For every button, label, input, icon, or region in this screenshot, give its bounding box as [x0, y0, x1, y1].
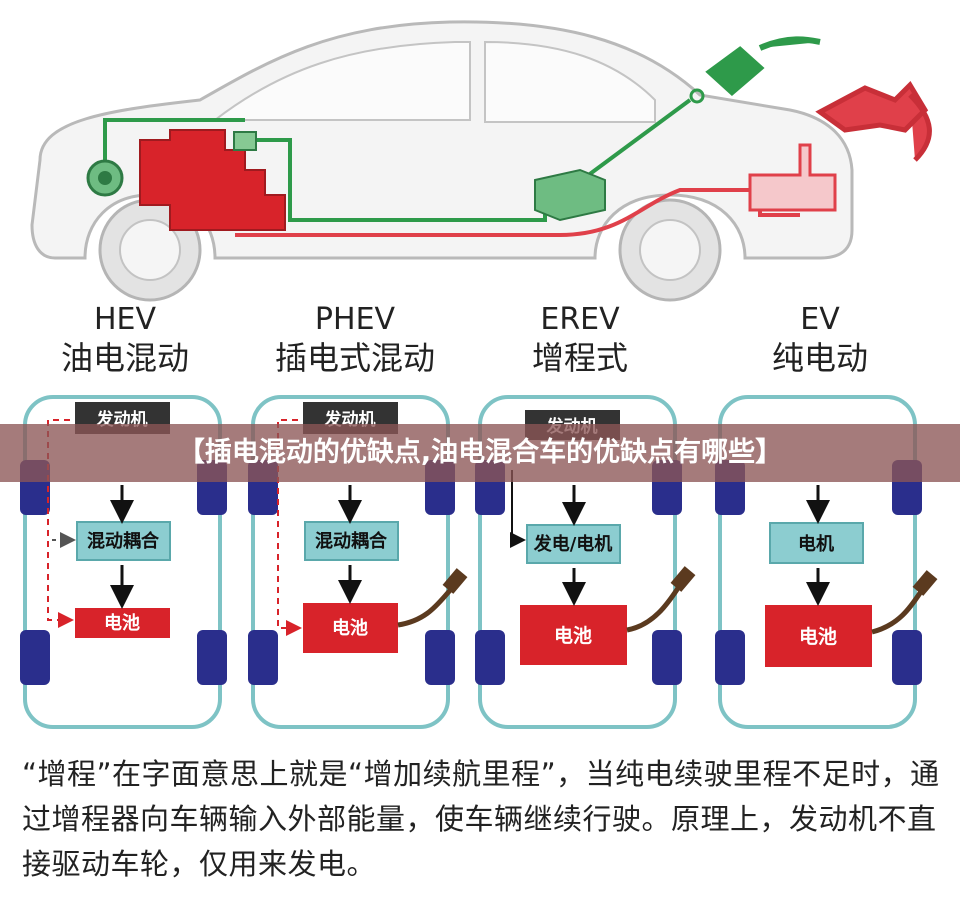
type-label-ev: EV 纯电动 — [735, 302, 905, 378]
erev-battery-label: 电池 — [554, 624, 592, 647]
type-en: EV — [800, 302, 840, 337]
type-cn: 油电混动 — [60, 339, 189, 377]
type-cn: 插电式混动 — [274, 339, 435, 377]
car-windows — [212, 40, 656, 123]
type-label-erev: EREV 增程式 — [495, 302, 665, 378]
type-cn: 增程式 — [531, 339, 628, 377]
caption-text: “增程”在字面意思上就是“增加续航里程”，当纯电续驶里程不足时，通过增程器向车辆… — [22, 757, 940, 881]
battery-pack-icon — [534, 168, 606, 222]
fuel-line — [235, 188, 800, 237]
type-cn: 纯电动 — [771, 339, 868, 377]
erev-generator-label: 发电/电机 — [533, 533, 613, 555]
phev-battery-label: 电池 — [332, 617, 368, 639]
charge-cable-icon — [871, 588, 925, 635]
type-en: EREV — [540, 302, 620, 337]
phev-coupling-label: 混动耦合 — [315, 530, 388, 552]
fuel-tank-icon — [748, 143, 837, 212]
charge-plug-icon — [705, 36, 821, 97]
fuel-nozzle-icon — [815, 80, 932, 162]
type-label-hev: HEV 油电混动 — [40, 302, 210, 378]
title-banner: 【插电混动的优缺点,油电混合车的优缺点有哪些】 — [0, 424, 960, 482]
type-en: HEV — [93, 302, 157, 337]
car-illustration — [30, 20, 932, 302]
charge-cable-icon — [626, 583, 683, 633]
hev-coupling-label: 混动耦合 — [87, 530, 160, 552]
engine-icon — [139, 129, 286, 231]
hev-battery-label: 电池 — [104, 612, 140, 634]
ev-battery-label: 电池 — [799, 625, 837, 648]
ev-motor-label: 电机 — [798, 533, 834, 555]
type-label-phev: PHEV 插电式混动 — [255, 302, 455, 378]
type-en: PHEV — [314, 302, 396, 337]
